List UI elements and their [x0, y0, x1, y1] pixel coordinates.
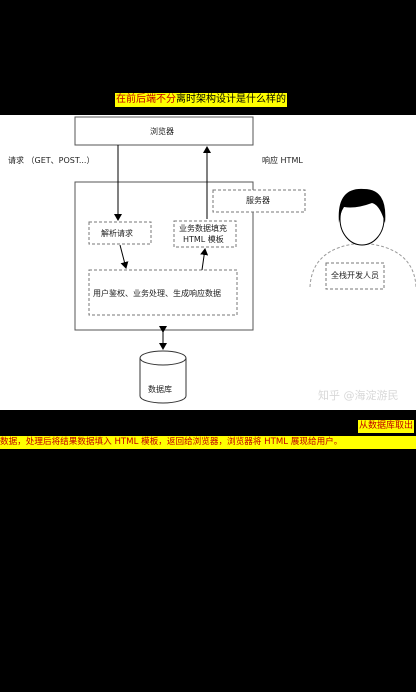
title-red-part: 在前后端不分 [116, 94, 176, 105]
person-hair [338, 188, 386, 223]
diagram-shapes [74, 116, 416, 404]
page-title: 在前后端不分离时架构设计是什么样的 [115, 93, 287, 107]
fill-label-line1: 业务数据填充 [179, 224, 227, 233]
database-cylinder [139, 358, 187, 404]
process-box [88, 269, 238, 316]
caption-line1: 从数据库取出 [357, 420, 414, 433]
title-rest: 离时架构设计是什么样的 [176, 94, 286, 105]
server-label: 服务器 [246, 196, 270, 205]
database-top [139, 350, 187, 366]
parse-label: 解析请求 [101, 229, 133, 238]
process-to-fill-arrow [200, 248, 209, 271]
server-label-box [212, 189, 306, 213]
watermark: 知乎 @海淀游民 [318, 389, 399, 402]
parse-box [88, 221, 152, 245]
browser-label: 浏览器 [150, 127, 174, 136]
parse-to-process-arrow [119, 244, 129, 269]
fill-label-line2: HTML 模板 [183, 235, 224, 244]
caption-line2: 数据，处理后将结果数据填入 HTML 模板，返回给浏览器，浏览器将 HTML 展… [0, 436, 416, 449]
request-label: 请求 （GET、POST...） [8, 156, 95, 165]
browser-box [74, 116, 254, 146]
process-label: 用户鉴权、业务处理、生成响应数据 [93, 289, 221, 298]
response-label: 响应 HTML [262, 156, 303, 165]
database-label: 数据库 [148, 385, 172, 394]
person-label-box [325, 262, 385, 290]
fill-template-box [173, 220, 237, 248]
architecture-diagram: 浏览器 请求 （GET、POST...） 响应 HTML 服务器 解析请求 业务… [0, 115, 416, 410]
person-label: 全栈开发人员 [331, 271, 379, 280]
